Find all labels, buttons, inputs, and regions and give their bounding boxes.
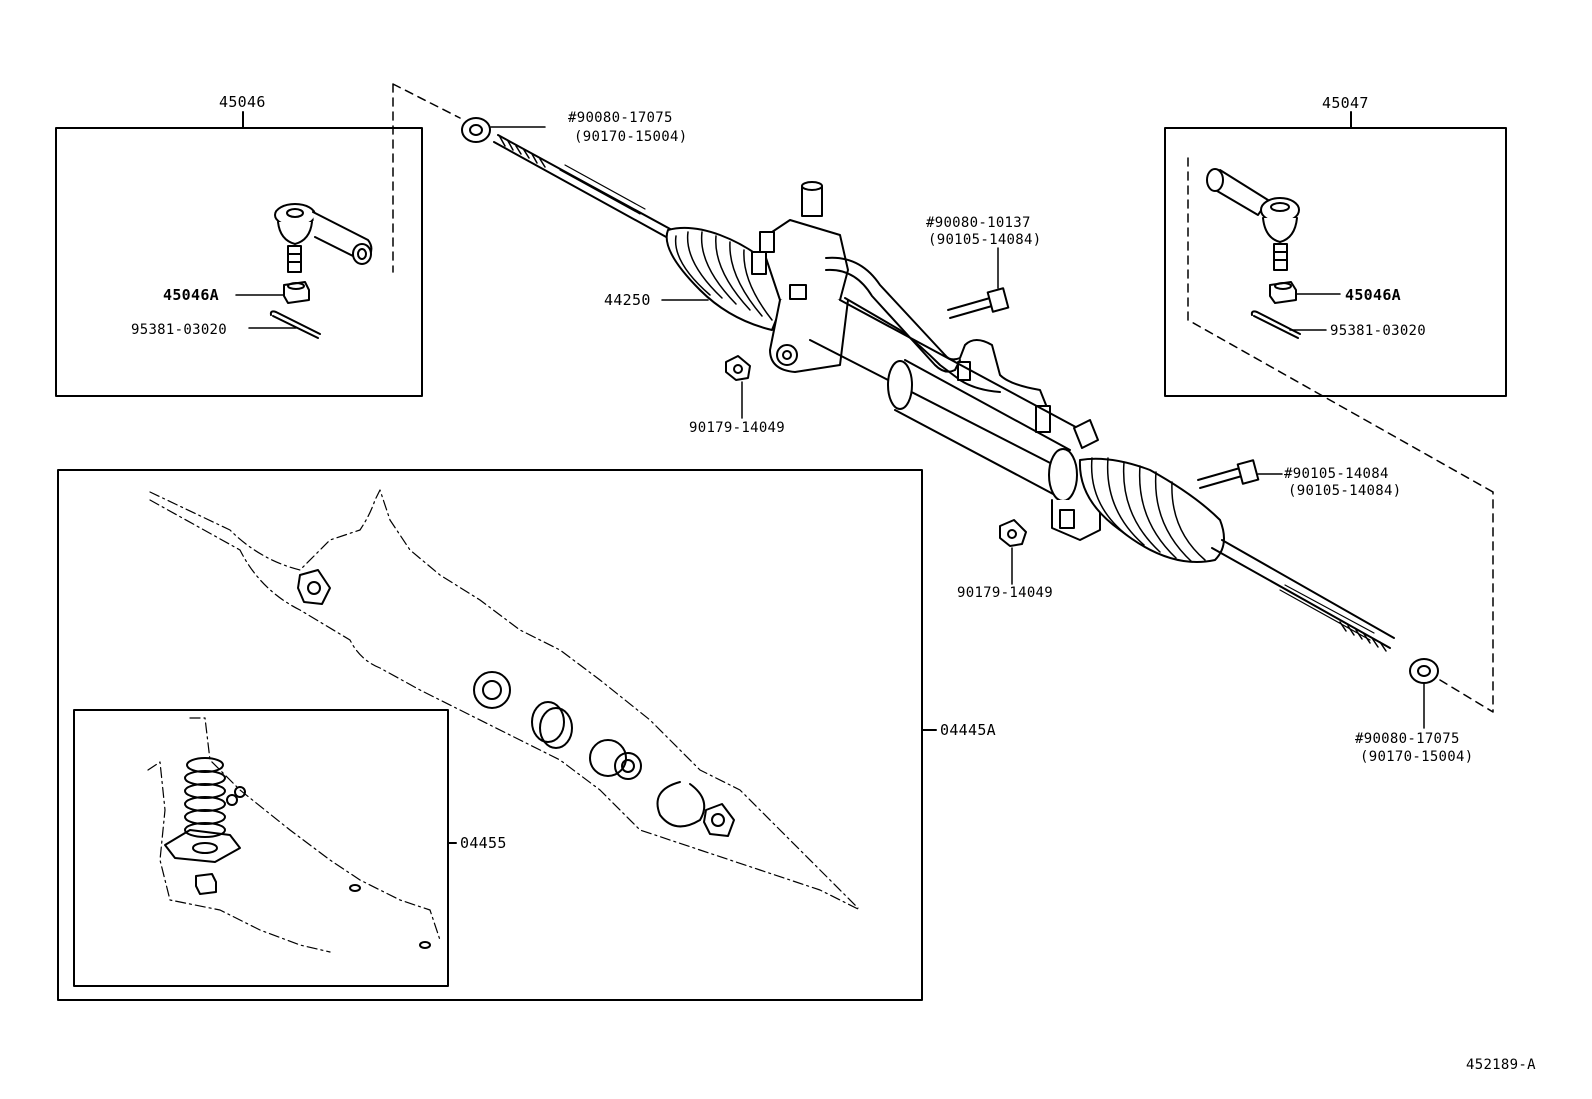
bellows-boot-left bbox=[665, 226, 791, 331]
mounting-bracket bbox=[1051, 419, 1101, 541]
label-rack-assembly: 44250 bbox=[604, 291, 651, 309]
label-washer-top-2: (90170-15004) bbox=[574, 129, 688, 145]
washer-bottom bbox=[1409, 491, 1494, 729]
lock-nut-part bbox=[195, 873, 217, 895]
inner-tie-rod-right bbox=[1211, 539, 1395, 652]
label-group-left: 45046 bbox=[219, 93, 266, 111]
label-nut-right: 45046A bbox=[1345, 286, 1401, 304]
label-grommet-right: 90179-14049 bbox=[957, 585, 1054, 601]
seal-part-1 bbox=[297, 569, 331, 605]
castle-nut-right bbox=[1269, 281, 1341, 304]
gasket-kit-box bbox=[57, 469, 937, 1001]
label-pin-left: 95381-03020 bbox=[131, 322, 228, 338]
label-bolt-top-2: (90105-14084) bbox=[928, 232, 1042, 248]
label-gasket-kit: 04445A bbox=[940, 721, 996, 739]
label-group-right: 45047 bbox=[1322, 94, 1369, 112]
label-bolt-top-1: #90080-10137 bbox=[926, 215, 1031, 231]
tie-rod-end-right bbox=[1206, 168, 1300, 271]
bolt-top bbox=[947, 247, 1010, 319]
tie-rod-end-left bbox=[274, 203, 373, 273]
grommet-left bbox=[725, 355, 751, 419]
steering-rack-assembly bbox=[461, 117, 1494, 729]
small-o-rings bbox=[226, 786, 431, 949]
valve-housing bbox=[751, 181, 849, 373]
label-pin-right: 95381-03020 bbox=[1330, 323, 1427, 339]
tie-rod-end-right-group bbox=[1164, 111, 1507, 493]
hydraulic-lines bbox=[825, 256, 1051, 433]
label-bolt-right-1: #90105-14084 bbox=[1284, 466, 1389, 482]
bushing-part bbox=[473, 671, 511, 709]
label-washer-bottom-2: (90170-15004) bbox=[1360, 749, 1474, 765]
o-ring-part bbox=[589, 739, 642, 780]
inner-tie-rod-left bbox=[493, 134, 673, 239]
guide-plate-part bbox=[164, 829, 241, 863]
cotter-pin-left bbox=[248, 310, 321, 339]
cotter-pin-right bbox=[1250, 310, 1327, 339]
label-washer-bottom-1: #90080-17075 bbox=[1355, 731, 1460, 747]
snap-ring-part bbox=[656, 781, 706, 828]
seal-part-2 bbox=[703, 803, 735, 837]
bolt-right bbox=[1197, 459, 1283, 489]
grommet-right bbox=[999, 519, 1027, 585]
repair-kit-box bbox=[73, 709, 457, 987]
packing-part bbox=[531, 701, 573, 749]
label-washer-top-1: #90080-17075 bbox=[568, 110, 673, 126]
label-bolt-right-2: (90105-14084) bbox=[1288, 483, 1402, 499]
figure-id: 452189-A bbox=[1466, 1057, 1536, 1073]
label-nut-left: 45046A bbox=[163, 286, 219, 304]
bellows-boot-right bbox=[1078, 457, 1225, 563]
tie-rod-end-left-group bbox=[55, 83, 461, 397]
rack-cylinder bbox=[809, 299, 1086, 502]
label-repair-kit: 04455 bbox=[460, 834, 507, 852]
label-grommet-left: 90179-14049 bbox=[689, 420, 786, 436]
spring-part bbox=[184, 757, 226, 838]
washer-top bbox=[461, 117, 546, 143]
castle-nut-left bbox=[235, 281, 310, 304]
